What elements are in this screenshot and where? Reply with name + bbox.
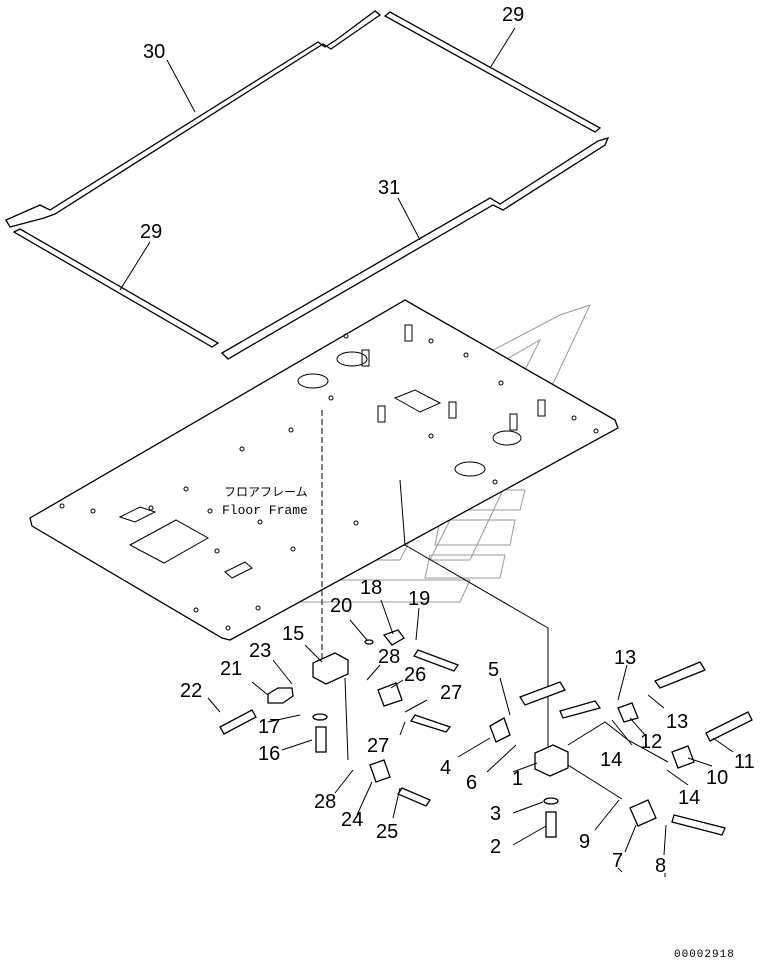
callout-14-upper: 14: [600, 749, 622, 771]
right-valve-assembly: [489, 661, 753, 838]
floor-frame-plate: [29, 299, 619, 641]
callout-19: 19: [408, 588, 430, 610]
callout-18: 18: [360, 577, 382, 599]
strip-29-top: [383, 11, 602, 133]
callout-12: 12: [640, 731, 662, 753]
callout-14-lower: 14: [678, 787, 700, 809]
callout-1: 1: [512, 768, 523, 790]
callout-27-upper: 27: [440, 682, 462, 704]
callout-3: 3: [490, 803, 501, 825]
callout-labels: 29 30 31 29 18 19 20 15 23 28 21 26 22 2…: [140, 4, 755, 877]
callout-25: 25: [376, 821, 398, 843]
callout-22: 22: [180, 680, 202, 702]
callout-8: 8: [655, 855, 666, 877]
callout-9: 9: [579, 831, 590, 853]
callout-21: 21: [220, 658, 242, 680]
callout-2: 2: [490, 836, 501, 858]
callout-17: 17: [258, 716, 280, 738]
callout-13-upper: 13: [614, 647, 636, 669]
callout-15: 15: [282, 623, 304, 645]
callout-24: 24: [341, 809, 363, 831]
callout-26: 26: [404, 664, 426, 686]
strip-29-left: [12, 228, 220, 348]
callout-5: 5: [488, 659, 499, 681]
strip-30: [5, 10, 382, 228]
callout-11: 11: [734, 751, 755, 773]
callout-27-lower: 27: [367, 735, 389, 757]
callout-28-lower: 28: [314, 791, 336, 813]
left-valve-assembly: [219, 629, 459, 807]
frame-label-jp: フロアフレーム: [224, 485, 308, 499]
callout-31: 31: [378, 177, 400, 199]
callout-16: 16: [258, 743, 280, 765]
callout-13-lower: 13: [666, 711, 688, 733]
callout-28-upper: 28: [378, 646, 400, 668]
callout-7: 7: [612, 850, 623, 872]
callout-30: 30: [143, 41, 165, 63]
leader-lines: [119, 27, 734, 877]
callout-29-top: 29: [502, 4, 524, 26]
frame-label-en: Floor Frame: [222, 503, 308, 518]
callout-10: 10: [706, 767, 728, 789]
callout-6: 6: [466, 772, 477, 794]
strip-31: [220, 136, 610, 360]
callout-23: 23: [249, 640, 271, 662]
callout-20: 20: [330, 595, 352, 617]
callout-29-left: 29: [140, 221, 162, 243]
callout-4: 4: [440, 757, 451, 779]
drawing-code: 00002918: [674, 949, 735, 961]
